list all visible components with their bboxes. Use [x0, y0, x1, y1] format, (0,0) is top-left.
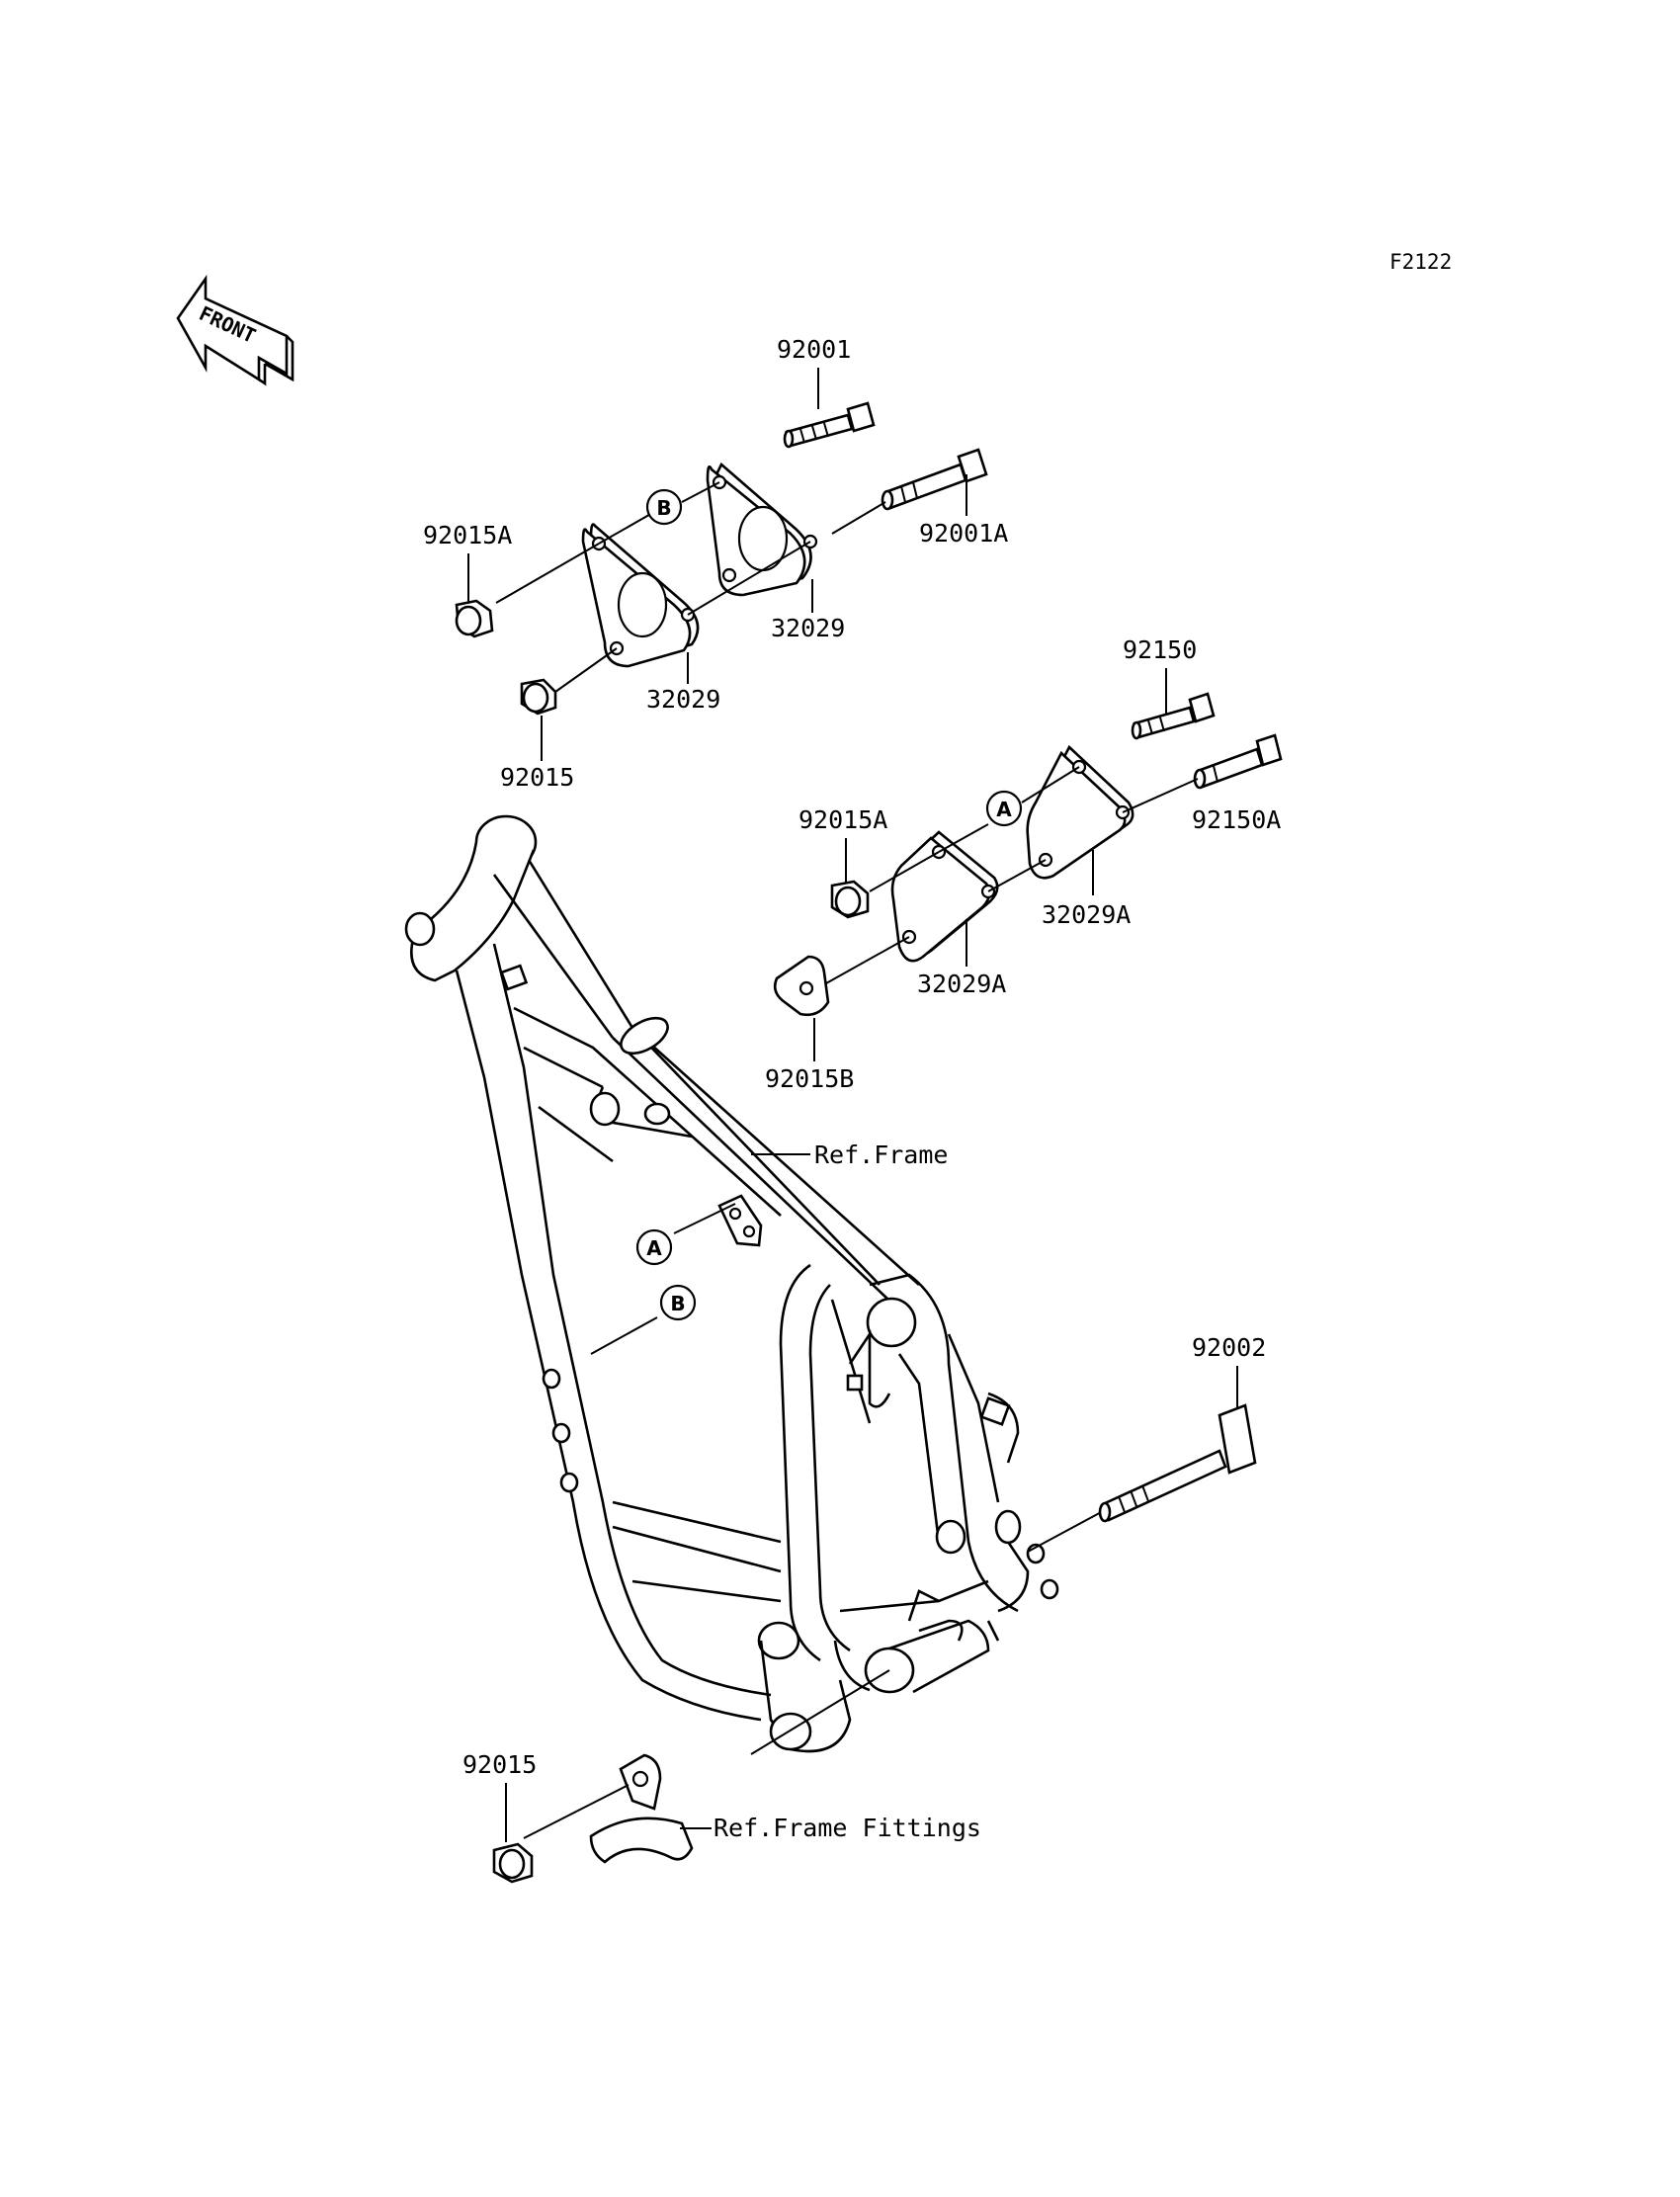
label-92015B: 92015B	[765, 1064, 854, 1093]
label-32029-left: 32029	[646, 685, 720, 714]
marker-a-upper: A	[985, 790, 1023, 827]
bolt-92001A	[881, 448, 988, 511]
middle-bracket-group	[773, 692, 1283, 1017]
nut-92015A-upper	[455, 599, 494, 638]
label-ref-frame: Ref.Frame	[814, 1141, 948, 1169]
label-32029A-left: 32029A	[917, 970, 1006, 998]
label-92002: 92002	[1192, 1333, 1266, 1362]
bracket-32029A-right	[1026, 744, 1134, 880]
bracket-32029-right	[706, 462, 818, 597]
nut-92015-lower	[492, 1842, 534, 1884]
front-arrow-icon: FRONT	[176, 274, 294, 386]
labels: 92001 92001A 92015A 32029 32029 92015 92…	[423, 335, 1281, 1842]
bolt-92001	[783, 401, 876, 449]
svg-text:A: A	[996, 798, 1012, 821]
label-92150: 92150	[1123, 635, 1197, 664]
marker-b-frame: B	[659, 1284, 697, 1321]
bracket-32029A-left	[890, 830, 999, 963]
bolt-92150A	[1193, 733, 1283, 790]
label-92001: 92001	[777, 335, 851, 364]
nut-92015-upper	[520, 678, 557, 716]
label-32029A-right: 32029A	[1042, 900, 1131, 929]
marker-b-upper: B	[645, 488, 683, 526]
bolt-92002	[1098, 1403, 1257, 1523]
label-92015A-upper: 92015A	[423, 521, 512, 549]
label-92001A: 92001A	[919, 519, 1008, 548]
bracket-32029-left	[581, 523, 700, 668]
label-ref-frame-fittings: Ref.Frame Fittings	[714, 1814, 981, 1842]
clamp-92015B	[773, 955, 830, 1017]
upper-bracket-group	[455, 401, 988, 716]
svg-text:A: A	[646, 1236, 662, 1260]
bolt-92150	[1131, 692, 1216, 740]
label-92015-lower: 92015	[462, 1750, 537, 1779]
marker-a-frame: A	[635, 1228, 673, 1266]
label-92015-upper: 92015	[500, 763, 574, 792]
figure-code: F2122	[1389, 250, 1452, 274]
label-32029-right: 32029	[771, 614, 845, 642]
nut-92015A-middle	[830, 880, 870, 919]
label-92150A: 92150A	[1192, 805, 1281, 834]
svg-text:B: B	[670, 1292, 685, 1315]
label-92015A-middle: 92015A	[798, 805, 887, 834]
frame-drawing	[404, 814, 1059, 1864]
svg-text:B: B	[656, 496, 671, 520]
